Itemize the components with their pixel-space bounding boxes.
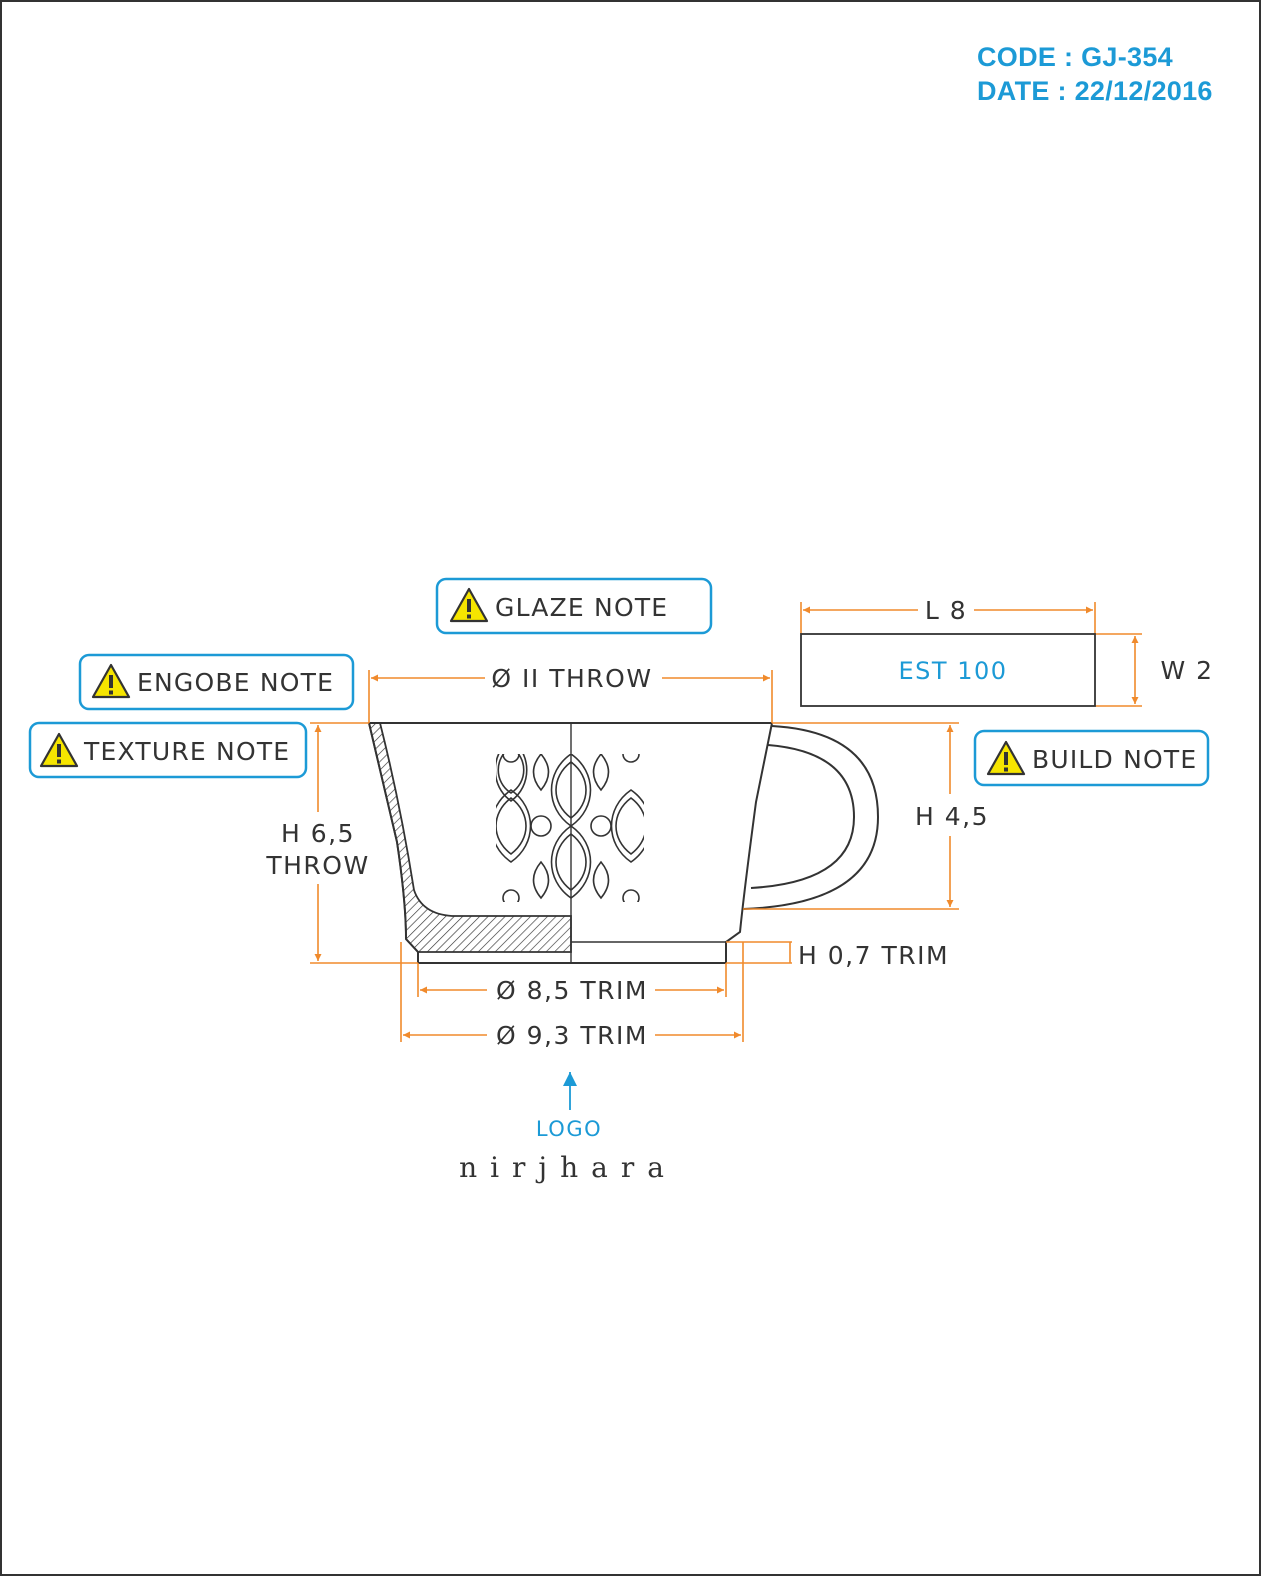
stamp-plate (800, 633, 1096, 707)
logo-label: LOGO (536, 1117, 602, 1141)
plate-length-label: L 8 (925, 596, 967, 625)
dimension-labels: Ø II THROW H 6,5 THROW H 4,5 H 0,7 TRIM … (265, 596, 1213, 1050)
texture-note[interactable]: TEXTURE NOTE (28, 721, 308, 779)
brand-wordmark: nirjhara (459, 1151, 677, 1184)
glaze-note[interactable]: GLAZE NOTE (435, 577, 713, 635)
wall-section-hatch (367, 722, 572, 953)
foot-inner-diameter-label: Ø 8,5 TRIM (496, 976, 648, 1005)
engobe-note-label: ENGOBE NOTE (137, 668, 334, 697)
foot-outer-diameter-label: Ø 9,3 TRIM (496, 1021, 648, 1050)
build-note-label: BUILD NOTE (1032, 745, 1197, 774)
glaze-note-label: GLAZE NOTE (495, 593, 668, 622)
engobe-note[interactable]: ENGOBE NOTE (78, 653, 355, 711)
build-note[interactable]: BUILD NOTE (973, 729, 1210, 787)
stamp-plate-label: EST 100 (899, 657, 1008, 685)
dimension-lines (310, 602, 1142, 1042)
height-throw-unit-label: THROW (265, 851, 369, 880)
product-code: CODE : GJ-354 (977, 42, 1173, 72)
decor-lattice-pattern (496, 754, 644, 902)
plate-width-label: W 2 (1160, 656, 1213, 685)
brand-logo: nirjhara (459, 1151, 677, 1184)
height-throw-label: H 6,5 (281, 819, 355, 848)
throw-diameter-label: Ø II THROW (491, 664, 652, 693)
texture-note-label: TEXTURE NOTE (83, 737, 290, 766)
trim-height-label: H 0,7 TRIM (798, 941, 949, 970)
handle-height-label: H 4,5 (915, 802, 989, 831)
drawing-date: DATE : 22/12/2016 (977, 76, 1213, 106)
